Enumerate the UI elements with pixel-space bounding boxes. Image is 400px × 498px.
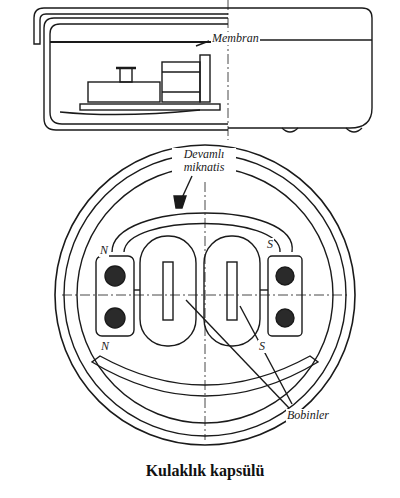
- coil-core: [227, 262, 237, 320]
- coil-section: [162, 62, 200, 102]
- pole-label: S: [266, 238, 274, 251]
- housing-outer-ring: [55, 145, 355, 445]
- magnet-clip: [174, 196, 186, 208]
- terminal-block: [96, 256, 134, 336]
- permanent-magnet: [124, 224, 280, 253]
- coil: [140, 236, 196, 346]
- coil-core: [163, 262, 173, 320]
- coil: [204, 236, 260, 346]
- foot: [346, 128, 362, 132]
- pole-bridge: [134, 289, 140, 290]
- foot: [282, 128, 298, 132]
- housing-outer: [44, 18, 228, 130]
- terminal-screw: [276, 309, 294, 327]
- housing-view: [228, 8, 372, 128]
- terminal-screw: [105, 308, 125, 328]
- permanent-magnet: [112, 213, 292, 252]
- wire: [60, 110, 200, 115]
- membrane: [50, 41, 228, 43]
- screw: [120, 68, 132, 82]
- leader-line: [186, 300, 289, 408]
- terminal-screw: [276, 267, 294, 285]
- pole-bridge: [260, 289, 268, 290]
- housing-inner: [50, 24, 228, 124]
- part-label: Membran: [211, 32, 260, 45]
- pole-label: N: [99, 244, 109, 257]
- pole-piece: [200, 55, 210, 102]
- leader-line: [240, 306, 292, 404]
- center-line: [62, 295, 350, 296]
- magnet-block: [88, 82, 160, 102]
- part-label: Devamlı miknatis: [172, 148, 236, 174]
- leader-line: [181, 176, 192, 200]
- part-label: Bobinler: [286, 409, 330, 422]
- terminal-block: [268, 256, 302, 336]
- coil-line: [162, 91, 200, 92]
- terminal-screw: [105, 266, 125, 286]
- leader-line: [196, 41, 209, 46]
- center-line: [228, 0, 229, 140]
- base-plate: [80, 104, 220, 110]
- pole-label: S: [258, 340, 266, 353]
- lid-rim: [34, 8, 228, 44]
- coil-line: [162, 71, 200, 72]
- pole-label: N: [100, 340, 110, 353]
- screw-head: [116, 67, 136, 70]
- caption: Kulaklık kapsülü: [146, 462, 265, 480]
